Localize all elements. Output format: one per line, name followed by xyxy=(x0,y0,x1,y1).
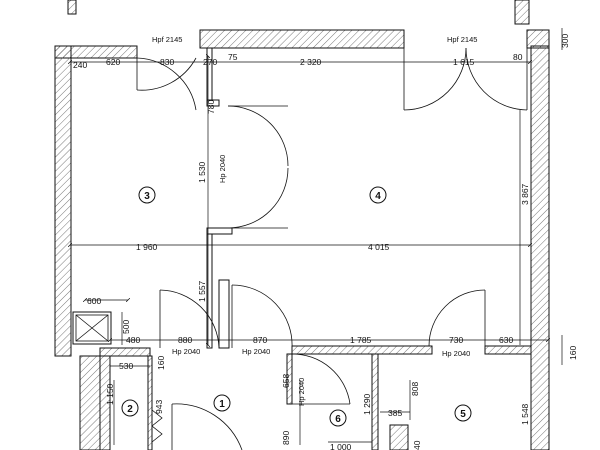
room-6-marker: 6 xyxy=(329,409,347,427)
room-6-label: 6 xyxy=(335,414,341,425)
wall-room5-stub xyxy=(389,424,409,450)
dim-v-1557: 1 557 xyxy=(197,280,207,302)
room-markers: 3 4 1 2 5 6 xyxy=(121,186,472,427)
door-arc-low-2 xyxy=(231,284,293,349)
dim-v-1290: 1 290 xyxy=(362,393,372,415)
dim-top-1615: 1 615 xyxy=(453,57,475,67)
walls xyxy=(54,0,550,450)
dim-v-1530: 1 530 xyxy=(197,161,207,183)
room-1-label: 1 xyxy=(219,399,225,410)
wall-room6-right xyxy=(371,353,379,450)
dim-v-890: 890 xyxy=(281,431,291,445)
dim-low-730: 730 xyxy=(449,335,463,345)
dim-low-870: 870 xyxy=(253,335,267,345)
dim-v-40: 40 xyxy=(412,440,422,450)
wall-top-stub-left xyxy=(67,0,77,15)
dim-right-300: 300 xyxy=(560,34,570,48)
partition-3-4 xyxy=(206,47,233,349)
dim-top-620: 620 xyxy=(106,57,120,67)
dim-v-500: 500 xyxy=(121,320,131,334)
door-label-hp-3: Hp 2040 xyxy=(442,349,470,358)
dim-top-75: 75 xyxy=(228,52,238,62)
wall-top-right xyxy=(526,29,550,49)
dim-low-480: 480 xyxy=(126,335,140,345)
dim-h-600: 600 xyxy=(87,296,101,306)
dim-h-530: 530 xyxy=(119,361,133,371)
dim-v-808: 808 xyxy=(410,382,420,396)
door-label-hp-6: Hp 2040 xyxy=(297,378,306,406)
dim-low-880: 880 xyxy=(178,335,192,345)
dim-v-3867: 3 867 xyxy=(520,183,530,205)
wall-left xyxy=(54,45,72,357)
dim-mid-1960: 1 960 xyxy=(136,242,158,252)
dim-top-80: 80 xyxy=(513,52,523,62)
door-arc-room6 xyxy=(291,353,351,405)
door-label-hpf-right: Hpf 2145 xyxy=(447,35,477,44)
room-2-marker: 2 xyxy=(121,399,139,417)
room-5-marker: 5 xyxy=(454,404,472,422)
dim-low-1785: 1 785 xyxy=(350,335,372,345)
door-label-hp-2: Hp 2040 xyxy=(242,347,270,356)
room-4-marker: 4 xyxy=(369,186,387,204)
door-arc-top-left-2 xyxy=(136,57,197,111)
dim-right-160: 160 xyxy=(568,346,578,360)
dimension-texts: 240 620 830 270 75 2 320 1 615 80 300 78… xyxy=(73,34,578,450)
door-swings xyxy=(136,47,528,450)
wall-room2-left xyxy=(99,355,111,450)
dim-mid-4015: 4 015 xyxy=(368,242,390,252)
door-arc-top-left xyxy=(136,57,197,91)
wall-room2-top xyxy=(99,347,151,357)
dim-top-270: 270 xyxy=(203,57,217,67)
door-arc-top-right-a xyxy=(403,47,467,111)
room-1-marker: 1 xyxy=(213,394,231,412)
door-labels: Hpf 2145 Hpf 2145 Hp 2040 Hp 2040 Hp 204… xyxy=(152,35,477,406)
door-arc-room1 xyxy=(171,403,243,450)
dim-top-2320: 2 320 xyxy=(300,57,322,67)
wall-top-middle xyxy=(199,29,405,49)
wall-lower-left xyxy=(79,355,101,450)
door-arc-top-right-b xyxy=(465,47,528,111)
door-arc-34-top xyxy=(227,105,289,167)
wall-room2-right xyxy=(147,355,153,450)
wall-right xyxy=(530,45,550,450)
door-arc-34-bot xyxy=(227,167,289,229)
room-2-label: 2 xyxy=(127,404,133,415)
dim-h-385: 385 xyxy=(388,408,402,418)
door-zigzag-room2 xyxy=(151,409,163,443)
wall-room6-left xyxy=(286,353,293,405)
dim-h-1000: 1 000 xyxy=(330,442,352,450)
dim-top-240: 240 xyxy=(73,60,87,70)
room-3-label: 3 xyxy=(144,191,150,202)
room-3-marker: 3 xyxy=(138,186,156,204)
dim-v-658: 658 xyxy=(281,374,291,388)
room-4-label: 4 xyxy=(375,191,381,202)
door-label-hp-1: Hp 2040 xyxy=(172,347,200,356)
dim-low-630: 630 xyxy=(499,335,513,345)
dim-v-1548: 1 548 xyxy=(520,403,530,425)
dim-v-160: 160 xyxy=(156,356,166,370)
door-label-hp-vertical: Hp 2040 xyxy=(218,155,227,183)
dim-v-943: 943 xyxy=(154,400,164,414)
dim-v-1150: 1 150 xyxy=(105,383,115,405)
door-arc-low-3 xyxy=(428,289,486,347)
door-arc-low-1 xyxy=(159,289,220,349)
wall-top-stub-right xyxy=(514,0,530,25)
wall-mid-right xyxy=(484,345,532,355)
room-5-label: 5 xyxy=(460,409,466,420)
shaft-cross xyxy=(75,314,109,342)
door-label-hpf-left: Hpf 2145 xyxy=(152,35,182,44)
wall-mid-horizontal xyxy=(291,345,433,355)
dim-top-830: 830 xyxy=(160,57,174,67)
dim-v-780: 780 xyxy=(206,100,216,114)
dimension-lines xyxy=(70,28,563,445)
